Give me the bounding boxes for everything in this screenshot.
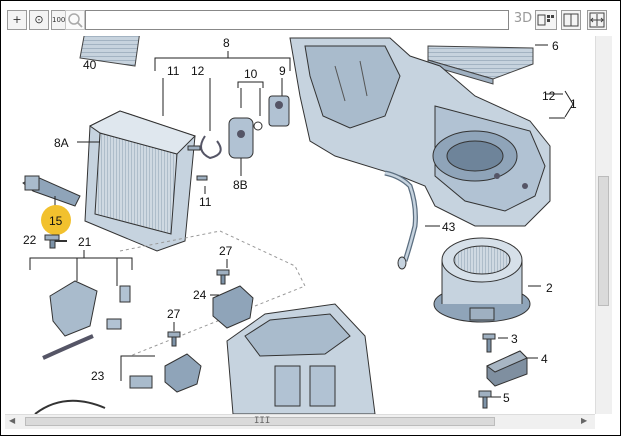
- part-1-air-housing[interactable]: [289, 37, 551, 227]
- view-3d-label: 3D: [513, 11, 533, 26]
- horizontal-scroll-thumb[interactable]: III: [25, 416, 495, 426]
- zoom-100-label: 100%: [52, 16, 73, 24]
- callout-4[interactable]: 4: [541, 352, 548, 366]
- part-5-screw[interactable]: [478, 390, 492, 409]
- part-27-screw-top[interactable]: [216, 269, 230, 285]
- callout-27-top[interactable]: 27: [219, 244, 233, 258]
- bracket-8: [154, 57, 291, 71]
- two-pane-icon: [563, 13, 579, 27]
- scroll-right-icon[interactable]: ▶: [581, 416, 588, 425]
- zoom-fit-icon: ⊙: [34, 13, 44, 26]
- zoom-in-button[interactable]: +: [7, 10, 27, 30]
- search-input[interactable]: [85, 10, 509, 30]
- callout-3[interactable]: 3: [511, 332, 518, 346]
- callout-15[interactable]: 15: [49, 214, 63, 228]
- callout-24[interactable]: 24: [193, 288, 207, 302]
- outline-subassembly: [119, 230, 306, 357]
- search-icon: [68, 13, 83, 28]
- part-40-filter[interactable]: [79, 36, 140, 67]
- part-15-sensor[interactable]: [22, 175, 81, 207]
- callout-23[interactable]: 23: [91, 369, 105, 383]
- diagram-viewport[interactable]: 40 6 12 1: [5, 36, 593, 414]
- callout-8[interactable]: 8: [223, 36, 230, 50]
- callout-6[interactable]: 6: [552, 39, 559, 53]
- part-8a-evaporator[interactable]: [84, 110, 196, 252]
- callout-11-top[interactable]: 11: [167, 64, 180, 78]
- horizontal-scrollbar[interactable]: ◀ III ▶: [5, 414, 595, 429]
- callout-27-bottom[interactable]: 27: [167, 307, 181, 321]
- part-lower-housing[interactable]: [226, 303, 376, 414]
- split-view-button[interactable]: [535, 10, 557, 30]
- callout-12-top[interactable]: 12: [191, 64, 205, 78]
- callout-2[interactable]: 2: [546, 281, 553, 295]
- callout-12-right[interactable]: 12: [542, 89, 556, 103]
- part-24-actuator[interactable]: [212, 285, 254, 329]
- part-12-clamp[interactable]: [200, 135, 222, 160]
- zoom-fit-button[interactable]: ⊙: [29, 10, 49, 30]
- part-6-cabin-filter[interactable]: [427, 45, 534, 85]
- two-pane-button[interactable]: [561, 10, 581, 30]
- part-3-screw[interactable]: [482, 333, 496, 353]
- callout-5[interactable]: 5: [503, 391, 510, 405]
- scroll-grip: III: [254, 416, 271, 426]
- callout-11-bottom[interactable]: 11: [199, 195, 212, 209]
- bracket-21: [29, 257, 133, 270]
- part-9-valve[interactable]: [268, 95, 290, 127]
- callout-1[interactable]: 1: [570, 97, 577, 111]
- part-11-screw[interactable]: [187, 145, 208, 181]
- parts-diagram: 40 6 12 1: [22, 36, 577, 414]
- bracket-10: [237, 81, 264, 88]
- vertical-scrollbar[interactable]: [595, 36, 612, 414]
- part-4-resistor[interactable]: [486, 350, 528, 387]
- part-2-blower-motor[interactable]: [433, 237, 531, 323]
- zoom-in-icon: +: [12, 13, 22, 26]
- callout-15-highlight[interactable]: [41, 205, 71, 235]
- part-27-screw-bottom[interactable]: [167, 331, 181, 347]
- search-button[interactable]: [65, 10, 85, 30]
- part-10-oring[interactable]: [253, 121, 263, 131]
- vertical-scroll-thumb[interactable]: [598, 176, 609, 306]
- callout-43[interactable]: 43: [442, 220, 456, 234]
- fullscreen-icon: [589, 12, 605, 28]
- callout-22[interactable]: 22: [23, 233, 37, 247]
- toolbar: + ⊙ 100% 3D: [5, 7, 618, 35]
- part-22-screw[interactable]: [44, 234, 67, 249]
- view-3d-button[interactable]: 3D: [513, 10, 533, 30]
- callout-8b[interactable]: 8B: [233, 178, 248, 192]
- callout-21[interactable]: 21: [78, 235, 92, 249]
- split-view-icon: [537, 14, 554, 26]
- callout-10[interactable]: 10: [244, 67, 258, 81]
- part-8b-expansion-valve[interactable]: [228, 117, 254, 159]
- part-21-linkage[interactable]: [42, 280, 131, 360]
- callout-9[interactable]: 9: [279, 64, 286, 78]
- callout-40[interactable]: 40: [83, 58, 97, 72]
- fullscreen-button[interactable]: [587, 10, 607, 30]
- scroll-left-icon[interactable]: ◀: [9, 416, 16, 425]
- part-43-drain-hose[interactable]: [384, 170, 418, 270]
- callout-8a[interactable]: 8A: [54, 136, 69, 150]
- part-23-actuator[interactable]: [129, 353, 202, 393]
